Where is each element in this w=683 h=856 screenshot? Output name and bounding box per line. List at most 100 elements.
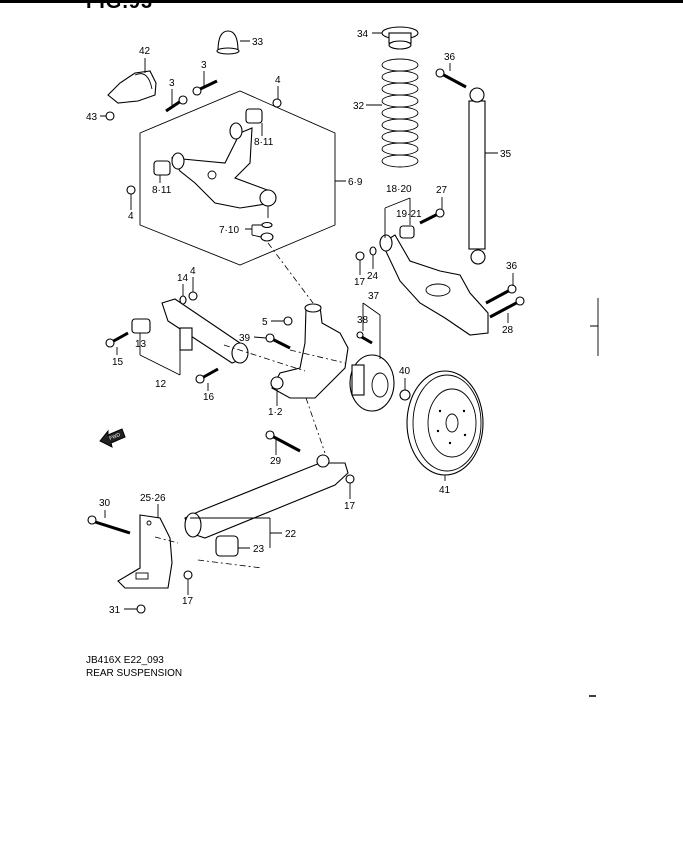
callout-5: 5 (262, 317, 268, 328)
bushing-23 (215, 535, 239, 557)
callout-22: 22 (285, 529, 297, 540)
part-7-10-washer-nut (260, 221, 274, 242)
spring-coil (381, 142, 419, 156)
part-14-washer (179, 295, 187, 305)
spring-coil (381, 130, 419, 144)
callout-6-9: 6·9 (348, 177, 363, 188)
assembly-lines (154, 242, 346, 569)
callout-29: 29 (270, 456, 282, 467)
spring-coil (381, 58, 419, 72)
part-34-spring-seat (381, 26, 419, 50)
part-41-brake-drum (406, 370, 484, 476)
figure-title: FIG.93 (86, 0, 154, 13)
part-17-nut-lower (183, 570, 193, 580)
bushing-13 (131, 318, 151, 334)
part-4-nut-left (126, 185, 136, 195)
spring-coil (381, 82, 419, 96)
part-40-nut (399, 389, 411, 401)
bushing-8-11-a (153, 160, 171, 176)
part-16-bolt (195, 367, 219, 384)
part-17-nut-upper (355, 251, 365, 261)
callout-37: 37 (368, 291, 380, 302)
part-32-coil-spring (381, 58, 419, 168)
callout-25-26: 25·26 (140, 493, 166, 504)
callout-4: 4 (190, 266, 196, 277)
callout-43: 43 (86, 112, 98, 123)
callout-16: 16 (203, 392, 215, 403)
callout-41: 41 (439, 485, 451, 496)
callout-39: 39 (239, 333, 251, 344)
callout-7-10: 7·10 (219, 225, 239, 236)
callout-3: 3 (201, 60, 207, 71)
callout-34: 34 (357, 29, 369, 40)
part-27-bolt (419, 208, 445, 225)
fwd-direction-arrow-icon: FWD (99, 428, 126, 448)
callout-8-11: 8·11 (152, 185, 172, 196)
part-3-bolt-b (192, 79, 218, 96)
callout-36: 36 (506, 261, 518, 272)
part-43-bolt (105, 111, 115, 121)
spring-coil (381, 106, 419, 120)
callout-30: 30 (99, 498, 111, 509)
callout-42: 42 (139, 46, 151, 57)
part-38-bolt (356, 331, 373, 345)
callout-40: 40 (399, 366, 411, 377)
part-15-bolt (105, 331, 129, 348)
upper-arm-assembly-frame (139, 90, 336, 266)
callout-33: 33 (252, 37, 264, 48)
part-4-nut-mid (188, 291, 198, 301)
callout-17: 17 (182, 596, 194, 607)
callout-32: 32 (353, 101, 365, 112)
part-30-bolt (87, 515, 131, 535)
callout-18-20: 18·20 (386, 184, 412, 195)
part-33-bump-stop (216, 30, 240, 55)
part-28-bolt (489, 296, 525, 319)
part-37-hub (349, 354, 395, 412)
callout-17: 17 (354, 277, 366, 288)
callout-4: 4 (275, 75, 281, 86)
rear-suspension-diagram: FWD 4233334438·118·1146·97·103432363518·… (86, 26, 599, 697)
part-25-26-bracket (117, 514, 173, 589)
leader-lines (100, 32, 599, 610)
callout-23: 23 (253, 544, 265, 555)
callout-35: 35 (500, 149, 512, 160)
part-29-bolt (265, 430, 301, 453)
callout-17: 17 (344, 501, 356, 512)
part-1-2-knuckle (270, 303, 349, 399)
part-36-bolt-top (435, 68, 467, 89)
part-39-bolt (265, 333, 291, 350)
callout-31: 31 (109, 605, 121, 616)
spring-coil (381, 118, 419, 132)
figure-code: JB416X E22_093 (86, 655, 164, 666)
callout-27: 27 (436, 185, 448, 196)
callout-15: 15 (112, 357, 124, 368)
figure-name: REAR SUSPENSION (86, 668, 183, 679)
upper-control-arm (170, 122, 277, 218)
part-12-lateral-rod (161, 298, 249, 364)
part-31-bolt (136, 604, 146, 614)
callout-12: 12 (155, 379, 167, 390)
callout-28: 28 (502, 325, 514, 336)
part-35-shock-absorber (468, 87, 486, 265)
fwd-label: FWD (109, 432, 122, 442)
spring-coil (381, 94, 419, 108)
part-17-nut-mid (345, 474, 355, 484)
callout-24: 24 (367, 271, 379, 282)
part-5-nut (283, 316, 293, 326)
callout-38: 38 (357, 315, 369, 326)
callout-3: 3 (169, 78, 175, 89)
part-42-bracket (107, 70, 157, 104)
callout-8-11: 8·11 (254, 137, 274, 148)
spring-coil (381, 154, 419, 168)
lower-control-arm (379, 234, 489, 336)
part-22-trailing-arm (184, 454, 349, 539)
bushing-19-21 (399, 225, 415, 239)
bushing-8-11-b (245, 108, 263, 124)
callout-4: 4 (128, 211, 134, 222)
part-36-bolt-lower (485, 284, 517, 305)
part-4-nut-top (272, 98, 282, 108)
part-3-bolt-a (165, 95, 188, 113)
part-24-washer (369, 246, 377, 256)
